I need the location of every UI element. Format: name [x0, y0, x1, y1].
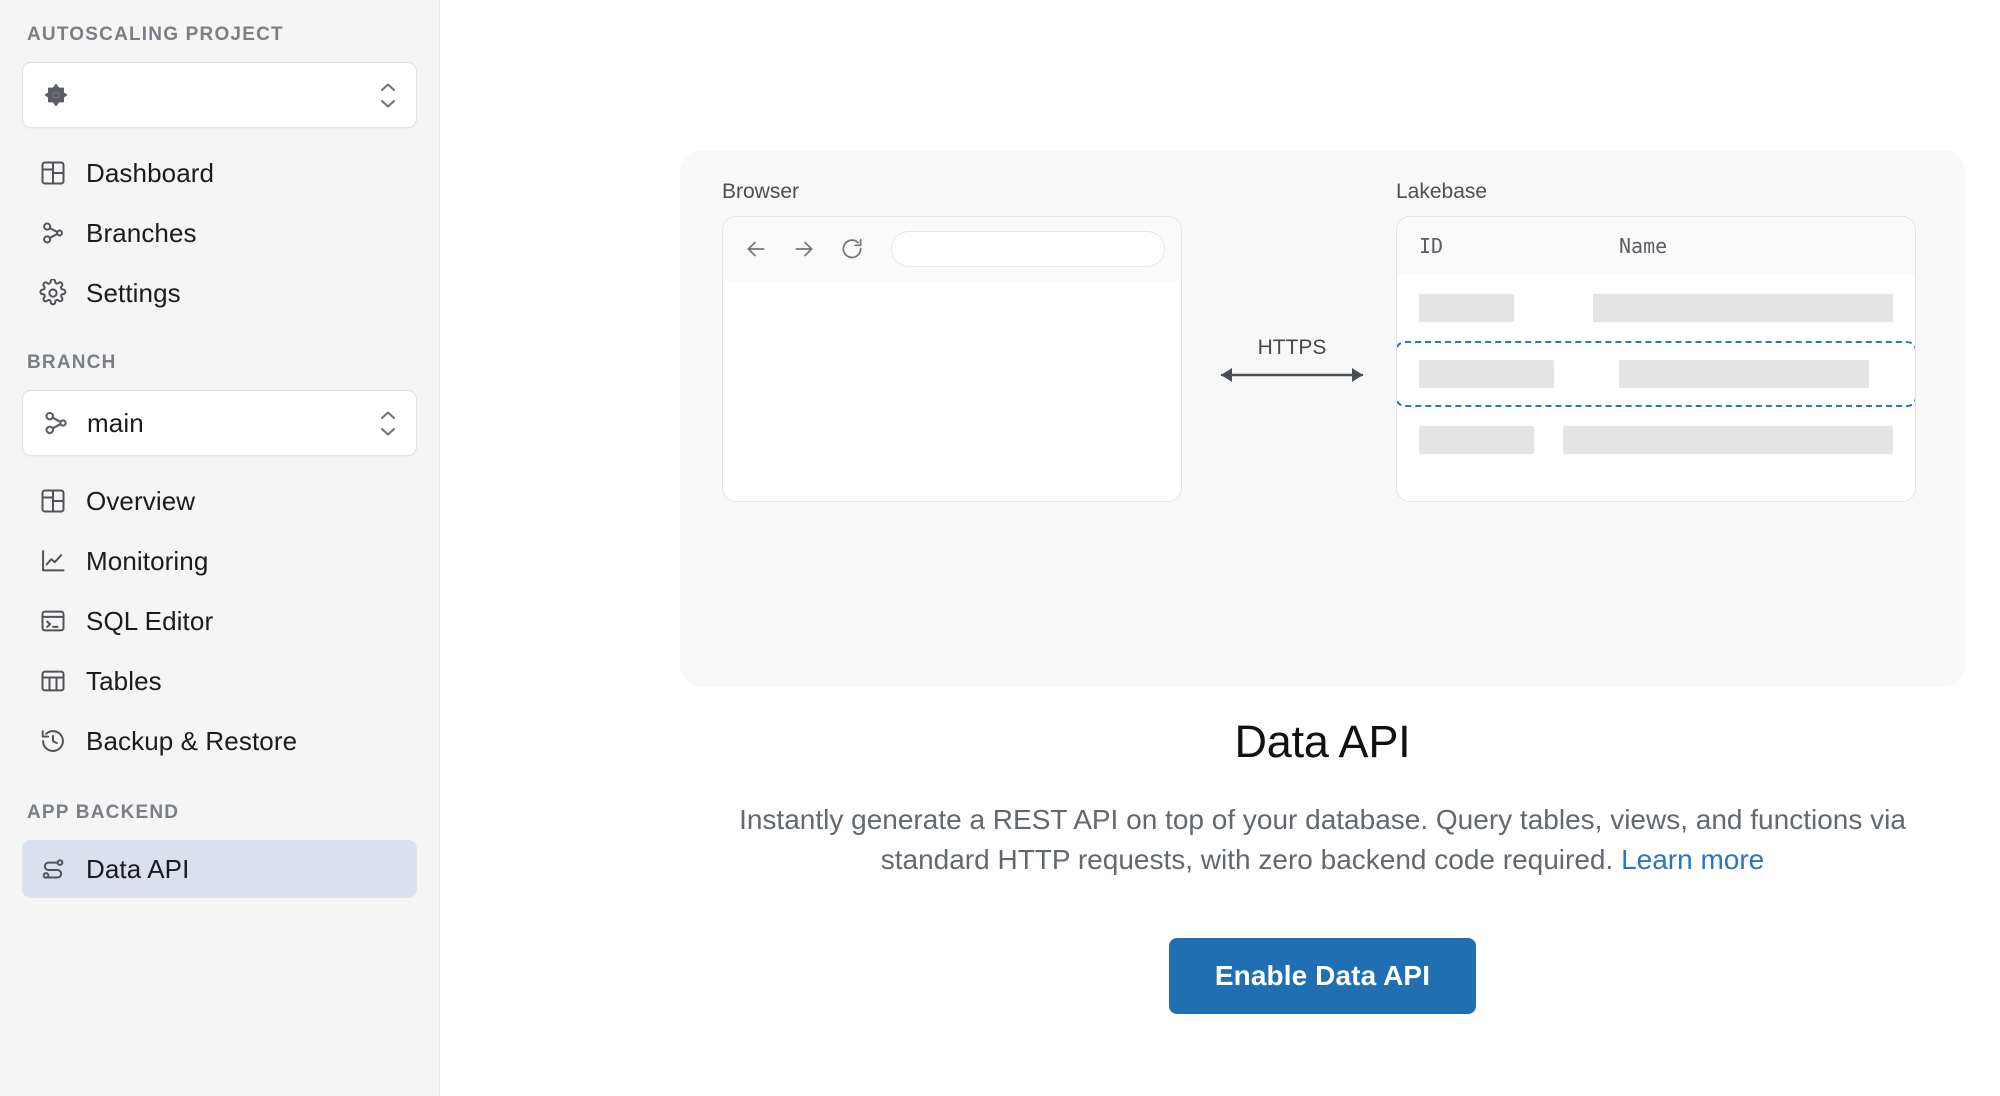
sidebar-item-label: Monitoring — [86, 545, 209, 576]
lakebase-table-header: ID Name — [1397, 217, 1915, 275]
lakebase-table-mock: ID Name — [1396, 216, 1916, 502]
page-description: Instantly generate a REST API on top of … — [693, 800, 1953, 880]
data-api-diagram: Browser — [680, 150, 1965, 687]
skeleton-bar — [1419, 294, 1514, 322]
sidebar-item-label: SQL Editor — [86, 605, 214, 636]
sidebar-item-monitoring[interactable]: Monitoring — [22, 532, 417, 590]
https-label: HTTPS — [1257, 336, 1327, 359]
line-chart-icon — [36, 547, 70, 575]
skeleton-bar — [1419, 426, 1534, 454]
sidebar-item-dashboard[interactable]: Dashboard — [22, 144, 417, 202]
section-label-branch: BRANCH — [27, 352, 117, 373]
gear-icon — [36, 279, 70, 307]
cell-id — [1419, 360, 1619, 388]
route-nodes-icon — [36, 855, 70, 883]
section-label-app-backend: APP BACKEND — [27, 802, 180, 823]
layout-grid-icon — [36, 487, 70, 515]
sidebar-item-overview[interactable]: Overview — [22, 472, 417, 530]
cell-name — [1619, 360, 1893, 388]
column-header-id: ID — [1419, 234, 1444, 258]
chevron-updown-icon[interactable] — [376, 410, 400, 437]
arrow-right-icon[interactable] — [787, 232, 821, 266]
sidebar-item-label: Branches — [86, 217, 197, 248]
table-row — [1397, 275, 1915, 341]
double-arrow-icon — [1208, 364, 1376, 386]
sidebar-item-data-api[interactable]: Data API — [22, 840, 417, 898]
table-row-highlighted — [1397, 341, 1915, 407]
learn-more-link[interactable]: Learn more — [1621, 843, 1765, 875]
project-nav: Dashboard Branches — [22, 144, 417, 322]
browser-mock — [722, 216, 1182, 502]
sidebar-item-backup-restore[interactable]: Backup & Restore — [22, 712, 417, 770]
sidebar-item-label: Tables — [86, 665, 162, 696]
git-branch-icon — [39, 408, 73, 438]
table-row — [1397, 407, 1915, 473]
sidebar-item-tables[interactable]: Tables — [22, 652, 417, 710]
sidebar-item-settings[interactable]: Settings — [22, 264, 417, 322]
sidebar-item-label: Dashboard — [86, 157, 215, 188]
column-header-name: Name — [1619, 234, 1668, 258]
sidebar-item-label: Backup & Restore — [86, 725, 298, 756]
lakebase-caption: Lakebase — [1396, 180, 1488, 203]
browser-viewport — [723, 281, 1181, 501]
sidebar-item-label: Overview — [86, 485, 196, 516]
sidebar-item-branches[interactable]: Branches — [22, 204, 417, 262]
branch-name-label: main — [87, 407, 144, 438]
cell-name — [1563, 426, 1893, 454]
sidebar: AUTOSCALING PROJECT — [0, 0, 440, 1096]
sidebar-item-label: Settings — [86, 277, 181, 308]
empty-state-copy: Data API Instantly generate a REST API o… — [680, 716, 1965, 1014]
browser-toolbar — [723, 217, 1181, 281]
browser-url-input[interactable] — [891, 231, 1165, 267]
nav-spacer — [22, 324, 417, 342]
cta-container: Enable Data API — [680, 937, 1965, 1014]
enable-data-api-button[interactable]: Enable Data API — [1168, 937, 1477, 1014]
sidebar-item-label: Data API — [86, 853, 190, 884]
page-title: Data API — [1234, 716, 1411, 767]
history-clock-icon — [36, 727, 70, 755]
main-content: Browser — [440, 0, 2000, 1096]
hero-illustration-panel: Browser — [680, 150, 1965, 687]
chevron-updown-icon[interactable] — [376, 82, 400, 109]
app-backend-nav: Data API — [22, 840, 417, 898]
git-branch-icon — [36, 219, 70, 247]
reload-icon[interactable] — [835, 232, 869, 266]
branch-selector[interactable]: main — [22, 390, 417, 456]
skeleton-bar — [1563, 426, 1893, 454]
project-diamond-icon — [39, 80, 73, 110]
cell-id — [1419, 426, 1563, 454]
project-selector[interactable] — [22, 62, 417, 128]
skeleton-bar — [1419, 360, 1554, 388]
arrow-left-icon[interactable] — [739, 232, 773, 266]
branch-name-value: main — [73, 408, 376, 439]
table-icon — [36, 667, 70, 695]
nav-spacer — [22, 772, 417, 790]
https-connector: HTTPS — [1208, 336, 1376, 386]
sidebar-item-sql-editor[interactable]: SQL Editor — [22, 592, 417, 650]
layout-grid-icon — [36, 159, 70, 187]
browser-caption: Browser — [722, 180, 800, 203]
section-label-project: AUTOSCALING PROJECT — [27, 24, 284, 45]
skeleton-bar — [1619, 360, 1869, 388]
skeleton-bar — [1593, 294, 1893, 322]
branch-nav: Overview Monitoring — [22, 472, 417, 770]
terminal-icon — [36, 607, 70, 635]
lakebase-table-body — [1397, 275, 1915, 473]
description-text: Instantly generate a REST API on top of … — [739, 804, 1906, 875]
cell-name — [1593, 294, 1893, 322]
cell-id — [1419, 294, 1593, 322]
